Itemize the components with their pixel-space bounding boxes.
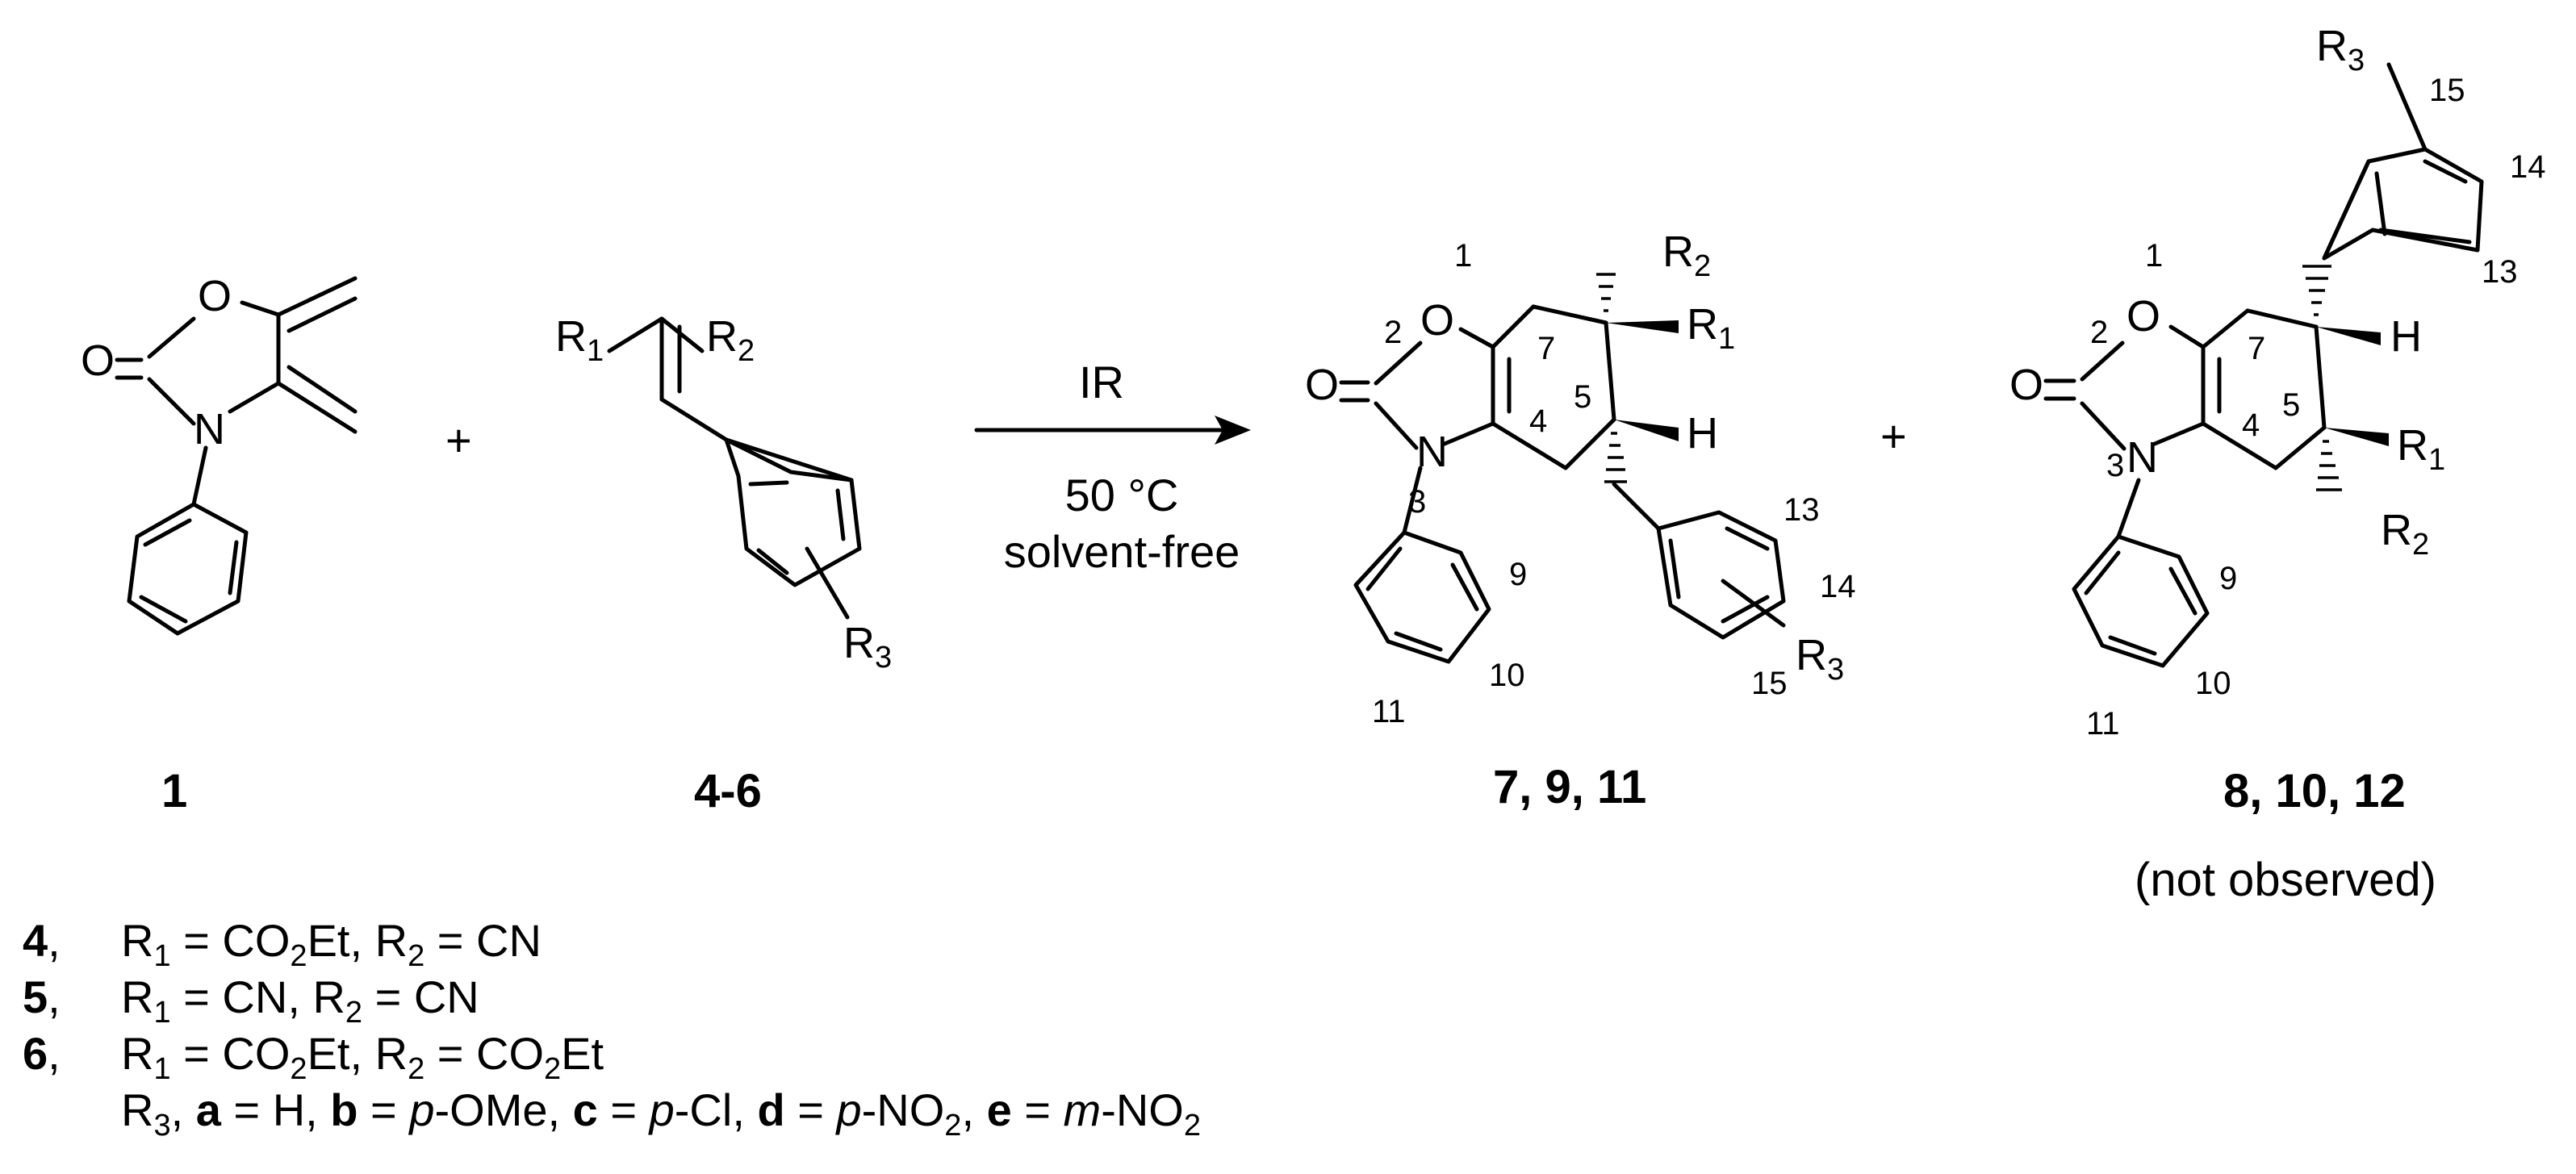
compound-4-6-structure (607, 316, 862, 620)
p7-h-label: H (1687, 409, 1718, 457)
compound-8-10-12-label: 8, 10, 12 (2223, 765, 2406, 817)
p8-position-15: 15 (2429, 73, 2465, 108)
reaction-arrowhead (1215, 416, 1251, 445)
p7-oxygen-label: O (1420, 296, 1454, 345)
p8-position-10: 10 (2195, 666, 2231, 701)
p8-position-1: 1 (2145, 238, 2163, 274)
p8-r3-label: R3 (2316, 22, 2365, 77)
p7-position-3: 3 (1408, 484, 1426, 520)
product-8-10-12-structure (2043, 62, 2484, 491)
p7-position-11: 11 (1372, 694, 1406, 729)
legend-row-r3: R3, a = H, b = p-OMe, c = p-Cl, d = p-NO… (121, 1084, 1201, 1143)
p8-position-3: 3 (2106, 448, 2124, 483)
p8-position-14: 14 (2510, 149, 2546, 185)
p8-carbonyl-oxygen-label: O (2009, 361, 2043, 409)
r3-label: R3 (843, 619, 892, 675)
c1-oxygen-label: O (198, 272, 232, 320)
plus-sign-1: + (445, 415, 472, 466)
p7-position-9: 9 (1509, 557, 1527, 592)
plus-sign-2: + (1880, 411, 1907, 462)
p8-position-11: 11 (2086, 706, 2120, 742)
r2-label: R2 (706, 312, 755, 368)
p7-position-7: 7 (1537, 331, 1555, 366)
legend-row-6: 6, R1 = CO2Et, R2 = CO2Et (23, 1028, 604, 1086)
c1-carbonyl-oxygen-label: O (81, 336, 115, 385)
p8-oxygen-label: O (2126, 292, 2160, 341)
p7-r3-label: R3 (1796, 631, 1844, 687)
compound-1-label: 1 (161, 765, 187, 817)
condition-ir: IR (1079, 357, 1124, 407)
legend-row-5: 5, R1 = CN, R2 = CN (23, 971, 479, 1030)
p7-position-10: 10 (1489, 658, 1525, 693)
legend-row-4: 4, R1 = CO2Et, R2 = CN (23, 915, 542, 973)
p7-nitrogen-label: N (1416, 428, 1448, 476)
p8-position-4: 4 (2242, 407, 2260, 443)
not-observed-note: (not observed) (2135, 854, 2436, 906)
p8-r2-label: R2 (2381, 506, 2429, 562)
p8-position-2: 2 (2090, 315, 2108, 350)
p8-position-7: 7 (2248, 331, 2265, 366)
product-7-9-11-structure (1339, 273, 1786, 664)
p8-position-5: 5 (2282, 387, 2300, 423)
p7-position-4: 4 (1529, 403, 1547, 439)
p7-position-1: 1 (1454, 238, 1472, 274)
condition-temperature: 50 °C (1065, 470, 1179, 520)
p8-r1-label: R1 (2397, 421, 2445, 477)
p8-position-9: 9 (2219, 561, 2237, 596)
p7-position-15: 15 (1751, 666, 1788, 701)
compound-4-6-label: 4-6 (694, 765, 762, 817)
condition-solvent: solvent-free (1004, 526, 1240, 577)
p7-position-5: 5 (1574, 379, 1591, 415)
p7-carbonyl-oxygen-label: O (1305, 361, 1339, 409)
p7-r2-label: R2 (1662, 228, 1711, 283)
product-8-n-phenyl (2072, 478, 2210, 668)
p7-position-13: 13 (1784, 492, 1820, 528)
compound-7-9-11-label: 7, 9, 11 (1493, 761, 1646, 813)
p8-nitrogen-label: N (2126, 433, 2158, 482)
p7-r1-label: R1 (1687, 300, 1735, 356)
r1-label: R1 (555, 312, 604, 368)
p7-position-14: 14 (1820, 569, 1856, 604)
p8-position-13: 13 (2482, 254, 2518, 290)
p7-position-2: 2 (1384, 315, 1402, 350)
c1-nitrogen-label: N (194, 405, 225, 453)
p8-h-label: H (2390, 312, 2422, 361)
compound-1-structure (115, 276, 358, 636)
substituent-legend: 4, R1 = CO2Et, R2 = CN 5, R1 = CN, R2 = … (23, 915, 1201, 1143)
